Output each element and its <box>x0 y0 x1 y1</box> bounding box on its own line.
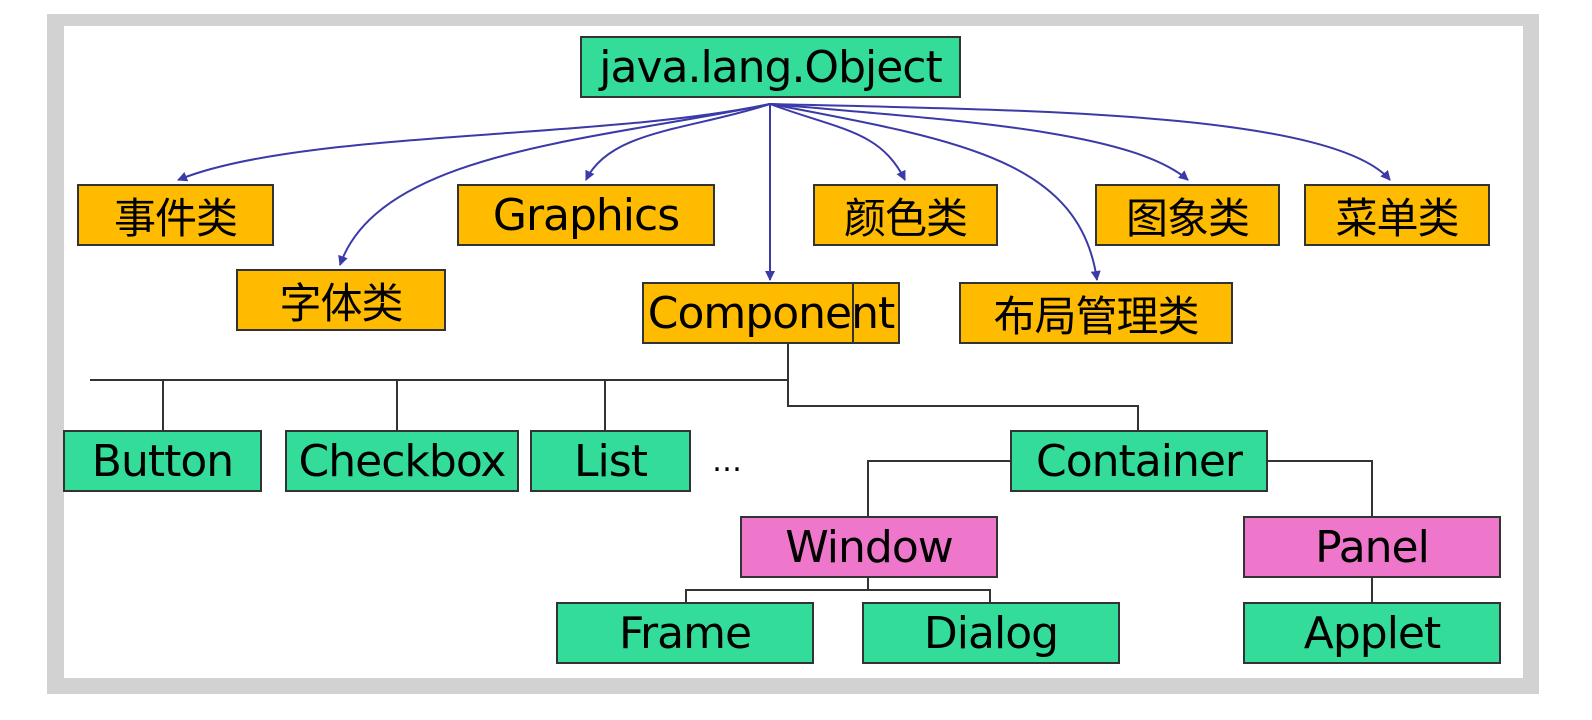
node-component-label: Component <box>647 287 895 339</box>
line-to-window <box>867 460 1012 516</box>
more-ellipsis: … <box>712 444 742 479</box>
node-font-class: 字体类 <box>236 269 446 331</box>
node-panel: Panel <box>1243 516 1501 578</box>
node-window: Window <box>740 516 998 578</box>
line-to-panel <box>1268 460 1373 516</box>
arrow-to-color <box>769 103 906 181</box>
node-dialog: Dialog <box>862 602 1120 664</box>
arrow-to-menu <box>769 103 1391 181</box>
node-event-class: 事件类 <box>77 184 274 246</box>
arrow-to-image <box>769 103 1189 181</box>
node-color-class: 颜色类 <box>813 184 998 246</box>
arrow-to-layout <box>769 103 1101 281</box>
arrow-to-event <box>177 103 771 182</box>
line-to-container <box>787 380 1139 430</box>
node-image-class: 图象类 <box>1095 184 1280 246</box>
node-frame: Frame <box>556 602 814 664</box>
node-list: List <box>530 430 691 492</box>
node-button: Button <box>63 430 262 492</box>
arrow-to-graphics <box>585 103 771 181</box>
line-to-frame <box>685 589 991 602</box>
node-applet: Applet <box>1243 602 1501 664</box>
node-menu-class: 菜单类 <box>1304 184 1490 246</box>
component-divider <box>852 284 854 342</box>
node-container: Container <box>1010 430 1268 492</box>
node-layout-manager-class: 布局管理类 <box>959 282 1233 344</box>
arrow-to-font <box>338 103 771 266</box>
node-graphics: Graphics <box>457 184 715 246</box>
node-java-lang-object: java.lang.Object <box>580 36 961 98</box>
node-component: Component <box>642 282 900 344</box>
node-checkbox: Checkbox <box>285 430 519 492</box>
